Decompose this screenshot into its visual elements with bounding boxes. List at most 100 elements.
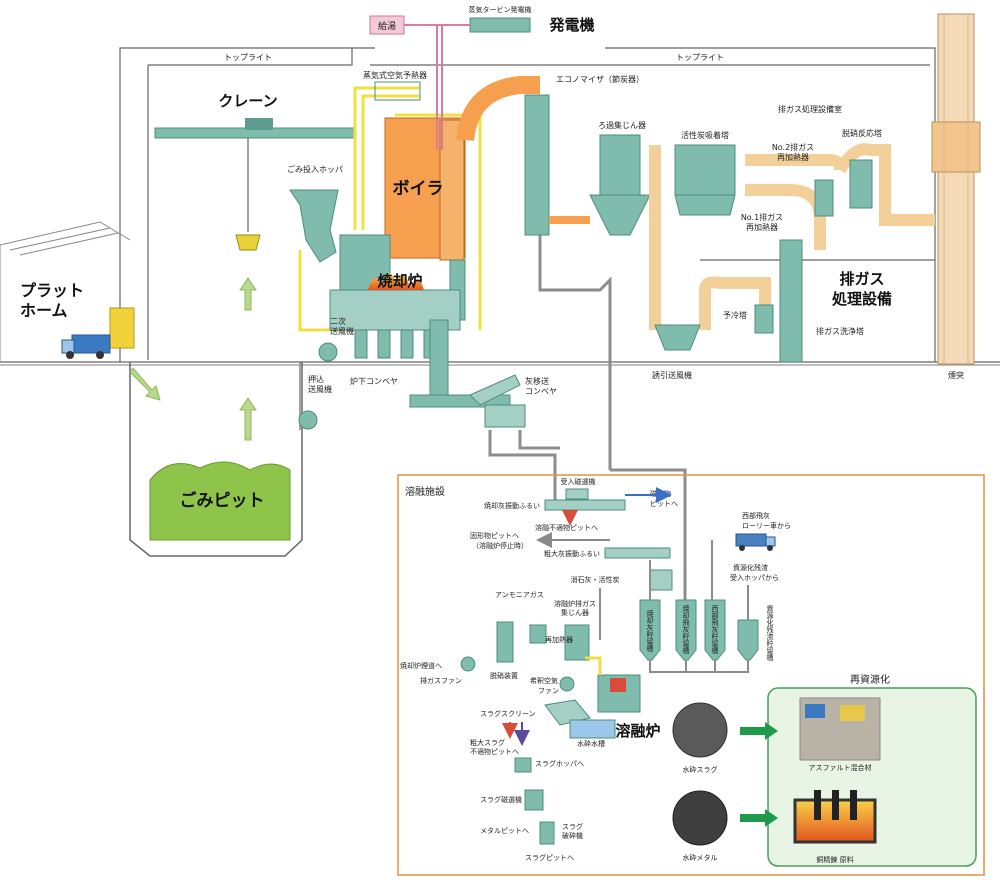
induced-fan-label: 誘引送風機 (652, 370, 692, 380)
slag-pit-label: スラグピットへ (525, 853, 574, 862)
precooler-label: 予冷塔 (723, 310, 747, 320)
activated-carbon-tower (674, 144, 736, 216)
economizer (456, 76, 590, 236)
chimney-label: 煙突 (948, 370, 964, 380)
ash-conveyor (469, 374, 526, 428)
garbage-pit-label: ごみピット (180, 490, 265, 511)
ash-screen-label: 焼却灰振動ふるい (484, 501, 540, 510)
magnetic-material-label-1: 磁性物 (650, 489, 671, 498)
slag-screen-label: スラグスクリーン (480, 709, 536, 718)
platform-roof (0, 221, 131, 362)
water-metal-sample (672, 790, 728, 846)
toplight-left-label: トップライト (224, 53, 272, 62)
melting-furnace (544, 674, 641, 739)
hopper-label: ごみ投入ホッパ (287, 164, 343, 174)
melt-dust-label-1: 溶融炉排ガス (554, 599, 596, 608)
slag-hopper-label: スラグホッパへ (535, 759, 584, 768)
reheater1-label-1: No.1排ガス (741, 212, 783, 222)
chimney (931, 13, 981, 365)
screens (544, 488, 673, 591)
melting-furnace-label: 溶融炉 (615, 722, 660, 740)
pit-arrows (129, 277, 257, 441)
flue-gas-room-label: 排ガス処理設備室 (778, 104, 842, 114)
lime-carbon-label: 消石灰・活性炭 (571, 575, 620, 584)
coarse-slag-label-2: 不適物ピットへ (470, 747, 519, 756)
furnace-pot-icon (793, 790, 877, 844)
silo1-label: 焼却灰貯留槽 (646, 609, 654, 653)
reheater2-label-1: No.2排ガス (772, 142, 814, 152)
seibu-label-2: ローリー車から (742, 521, 791, 530)
water-tank-label: 水砕水槽 (577, 739, 605, 748)
recycle-label: 再資源化 (850, 673, 890, 686)
water-slag-sample (672, 702, 728, 758)
coarse-slag-label-1: 粗大スラグ (470, 738, 505, 747)
toplight-right-label: トップライト (676, 53, 724, 62)
denitration-label: 脱硝反応塔 (842, 128, 882, 138)
ash-conveyor-label-2: コンベヤ (525, 387, 557, 396)
exhaust-fan-label: 排ガスファン (420, 676, 462, 685)
building-outline (0, 47, 1000, 430)
ash-lines (488, 235, 687, 620)
melting-facility-label: 溶融施設 (405, 485, 445, 498)
hopper (289, 189, 339, 263)
generator-label: 発電機 (548, 16, 594, 34)
solid-pit-label-2: （溶融炉停止時） (472, 541, 528, 550)
dilution-fan-label-2: ファン (538, 687, 559, 695)
magnetic-material-label-2: ピットへ (650, 500, 678, 508)
seibu-label-1: 西部飛灰 (742, 511, 770, 520)
secondary-fan-label-1: 二次 (330, 316, 346, 326)
turbine-label: 蒸気タービン発電機 (469, 5, 532, 14)
asphalt-photo (799, 697, 881, 761)
flue-gas-label-2: 処理設備 (831, 290, 892, 308)
melt-dust-label-2: 集じん器 (561, 608, 589, 617)
boiler-label: ボイラ (393, 179, 444, 199)
metal-pit-label: メタルピットへ (480, 826, 529, 835)
resource-label-1: 資源化残渣 (733, 563, 768, 572)
coarse-screen-label: 粗大灰振動ふるい (544, 549, 600, 558)
bag-filter (589, 134, 651, 236)
fire-icon (368, 272, 424, 290)
platform-label-1: プラット (20, 281, 84, 300)
crane (154, 118, 356, 251)
flue-gas-label-1: 排ガス (839, 270, 884, 288)
ash-conveyor-label-1: 灰移送 (525, 376, 549, 386)
crane-label: クレーン (218, 92, 277, 110)
reheater1-label-2: 再加熱器 (746, 222, 778, 232)
scrubber (654, 239, 803, 363)
solid-pit-label-1: 固形物ピットへ (470, 531, 519, 540)
preheater-box (374, 81, 421, 101)
reheater2-label-2: 再加熱器 (777, 152, 809, 162)
reheaters (814, 159, 873, 217)
recycle-arrows (740, 722, 778, 827)
reheat-label: 再加熱器 (545, 635, 573, 644)
unsuitable-pit-label: 溶融不適物ピットへ (535, 523, 598, 532)
incinerator-label: 焼却炉 (377, 272, 422, 290)
filter-label: ろ過集じん器 (598, 120, 646, 130)
magnet-in-label: 受入磁選機 (561, 477, 596, 486)
silo3-label: 西部飛灰貯留槽 (711, 605, 719, 655)
economizer-label: エコノマイザ（節炭器） (556, 74, 644, 84)
dilution-fan-label-1: 希釈空気 (530, 676, 558, 685)
denitr-device-label: 脱硝装置 (490, 671, 518, 680)
silo2-label: 焼却飛灰貯留槽 (682, 604, 690, 655)
slag-crusher-label-2: 破砕機 (562, 831, 583, 840)
melt-dust-collector (460, 621, 590, 692)
lorry-truck-icon (735, 533, 776, 551)
furnace-conveyor-label: 炉下コンベヤ (350, 376, 398, 386)
slag-crusher-label-1: スラグ (562, 822, 583, 831)
melting-facility-frame (397, 474, 985, 876)
push-fan-label-2: 送風機 (308, 384, 332, 394)
silo-feed-lines (649, 540, 749, 673)
boiler-block (329, 117, 466, 331)
steam-preheater-label: 蒸気式空気予熱器 (363, 70, 427, 80)
ammonia-label: アンモニアガス (495, 590, 544, 599)
melt-yellow-line (585, 656, 602, 675)
flue-gas-duct (649, 143, 935, 330)
water-slag-label: 水砕スラグ (683, 765, 718, 774)
steam-turbine (369, 15, 531, 150)
garbage-truck-icon (61, 307, 135, 359)
scrubber-label: 排ガス洗浄塔 (816, 326, 864, 336)
hot-water-label: 給湯 (378, 20, 396, 32)
